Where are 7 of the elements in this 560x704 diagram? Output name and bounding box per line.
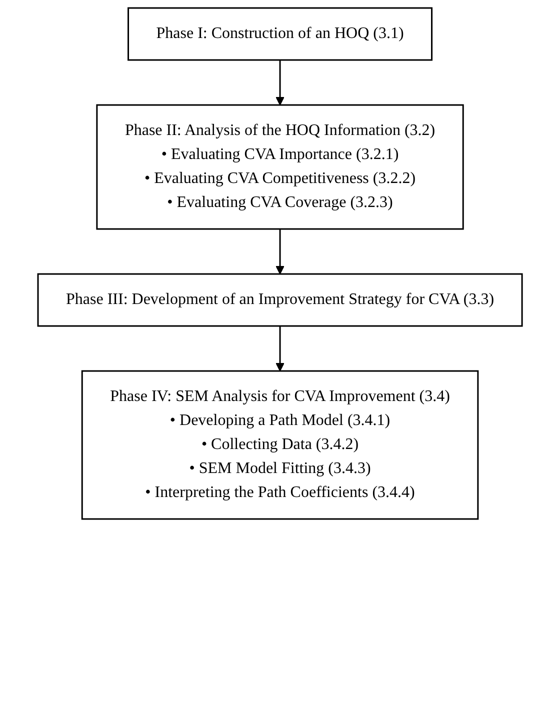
arrow <box>276 60 284 106</box>
node-box: Phase I: Construction of an HOQ (3.1) <box>127 7 432 61</box>
node-box: Phase II: Analysis of the HOQ Information (3.2) • Evaluating CVA Importance (3.2.1) • Evaluating CVA Competitiveness (3.2.2) • Evaluating CVA Coverage (3.2.3) <box>96 104 464 230</box>
arrow <box>276 229 284 274</box>
node-box: Phase IV: SEM Analysis for CVA Improvement (3.4) • Developing a Path Model (3.4.1) • Collecting Data (3.4.2) • SEM Model Fitting (3.4.3) • Interpreting the Path Coefficients (3.4.4) <box>81 370 479 520</box>
node-box: Phase III: Development of an Improvement Strategy for CVA (3.3) <box>37 273 523 327</box>
arrow <box>276 326 284 372</box>
